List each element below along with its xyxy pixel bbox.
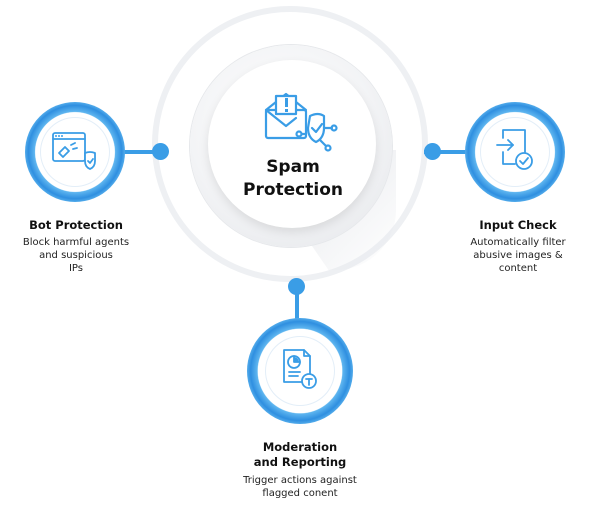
hub-inner-disc [208, 60, 376, 228]
moderation-desc: Trigger actions against flagged conent [200, 474, 400, 500]
input-desc-line: content [498, 263, 538, 274]
moderation-title-line: and Reporting [253, 455, 347, 469]
input-check-title: Input Check [479, 218, 557, 232]
bot-protection-title: Bot Protection [29, 218, 123, 232]
bot-desc-line: and suspicious [39, 250, 113, 261]
input-check-desc: Automatically filter abusive images & co… [450, 236, 586, 275]
bot-desc-line: IPs [68, 263, 83, 274]
moderation-desc-line: flagged conent [262, 488, 338, 499]
moderation-title: Moderation and Reporting [210, 440, 390, 470]
bot-protection-desc: Block harmful agents and suspicious IPs [8, 236, 144, 275]
browser-bot-shield-icon [51, 131, 99, 171]
center-title: Spam Protection [208, 156, 378, 202]
connector-right [424, 150, 470, 154]
node-inner-input [480, 117, 550, 187]
moderation-title-line: Moderation [262, 440, 338, 454]
connector-dot-bottom [288, 278, 305, 295]
center-title-line2: Protection [243, 180, 343, 200]
connector-dot-left [152, 143, 169, 160]
center-title-line1: Spam [266, 157, 320, 177]
connector-left [118, 150, 160, 154]
input-desc-line: abusive images & [473, 250, 563, 261]
node-inner-moderation [265, 336, 335, 406]
report-document-icon [280, 348, 320, 394]
node-inner-bot [40, 117, 110, 187]
connector-bottom [295, 284, 299, 324]
input-desc-line: Automatically filter [470, 237, 566, 248]
moderation-desc-line: Trigger actions against [243, 475, 357, 486]
bot-desc-line: Block harmful agents [22, 237, 130, 248]
envelope-shield-icon [258, 84, 338, 156]
input-check-icon [495, 128, 535, 172]
connector-dot-right [424, 143, 441, 160]
